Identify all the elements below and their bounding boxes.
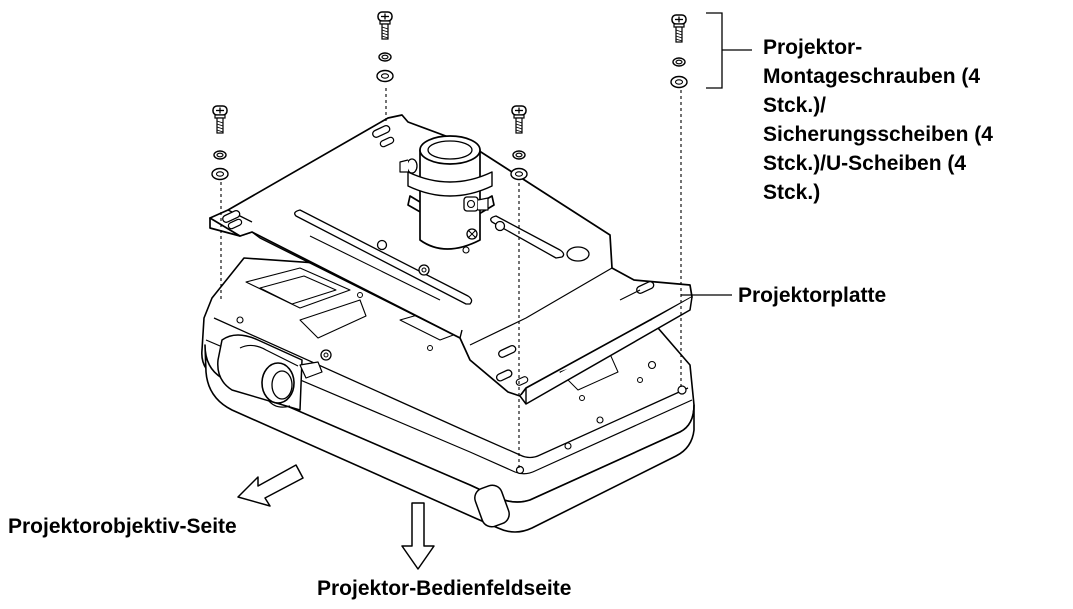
guide-lines	[220, 88, 682, 470]
projector-plate	[209, 114, 693, 405]
screw-set-top-center	[376, 11, 394, 83]
panel-side-label: Projektor-Bedienfeldseite	[317, 577, 572, 600]
callout-lines	[681, 12, 752, 296]
arrow-icon	[237, 464, 435, 570]
screws-washers-label: Projektor- Montageschrauben (4 Stck.)/ S…	[763, 36, 993, 204]
screw-set-top-right	[670, 14, 688, 89]
lens-side-label: Projektorobjektiv-Seite	[8, 515, 237, 538]
screw-set-center-right	[510, 105, 528, 181]
screw-set-left	[211, 105, 229, 181]
mount-pipe	[399, 135, 495, 250]
projector-plate-label: Projektorplatte	[738, 284, 887, 307]
